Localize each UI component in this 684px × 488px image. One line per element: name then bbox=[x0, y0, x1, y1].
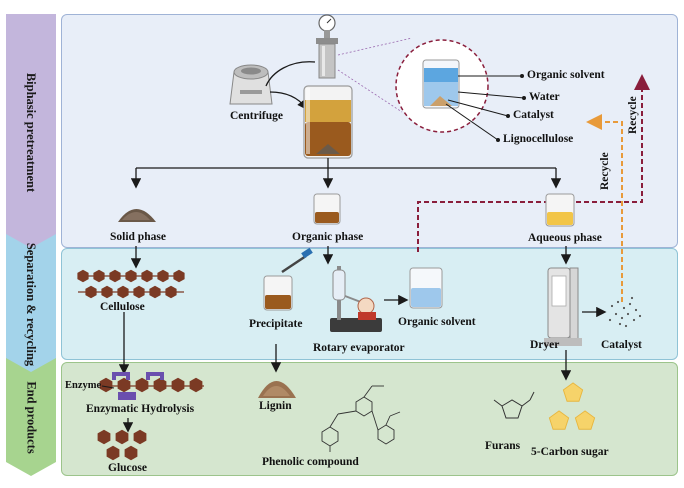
furan-structure-icon bbox=[493, 391, 535, 419]
stage-chevron-bottom bbox=[6, 358, 56, 476]
organic-beaker-icon bbox=[313, 193, 341, 225]
band-biphasic bbox=[61, 14, 678, 248]
label-5-carbon-sugar: 5-Carbon sugar bbox=[531, 446, 609, 458]
catalyst-particles bbox=[608, 296, 642, 328]
stage-biphasic-pretreatment: Biphasic pretreatment bbox=[6, 14, 56, 250]
label-organic-solvent-top: Organic solvent bbox=[527, 69, 605, 81]
label-dryer: Dryer bbox=[530, 339, 560, 351]
hexagon-chain-icon bbox=[77, 269, 185, 299]
label-cellulose: Cellulose bbox=[100, 301, 145, 313]
aqueous-beaker-icon bbox=[545, 193, 575, 227]
rotary-evaporator-icon bbox=[330, 266, 382, 332]
label-enzymatic-hydrolysis: Enzymatic Hydrolysis bbox=[86, 403, 195, 415]
label-recycle-red: Recycle bbox=[627, 96, 639, 134]
glucose-hexagons-icon bbox=[97, 429, 147, 461]
label-precipitate: Precipitate bbox=[249, 318, 303, 330]
pipette-icon bbox=[281, 247, 313, 274]
label-solid-phase: Solid phase bbox=[110, 231, 166, 243]
reactor-icon bbox=[316, 14, 338, 79]
stage-separation-recycling: Separation & recycling bbox=[6, 234, 56, 374]
solvent-beaker-icon bbox=[409, 267, 443, 309]
biphasic-beaker-icon bbox=[303, 85, 353, 159]
centrifuge-icon bbox=[229, 64, 273, 105]
precipitate-beaker-icon bbox=[263, 275, 293, 311]
enzymatic-hydrolysis-icon bbox=[99, 372, 204, 400]
stage-chevron-mid bbox=[6, 234, 56, 374]
label-centrifuge: Centrifuge bbox=[230, 110, 284, 122]
powder-pile-icon bbox=[118, 209, 156, 222]
label-phenolic-compound: Phenolic compound bbox=[262, 456, 359, 468]
magnified-detail-circle bbox=[395, 39, 489, 133]
label-furans: Furans bbox=[485, 440, 521, 452]
pentagon-icon bbox=[548, 382, 596, 430]
stage-chevron-top bbox=[6, 14, 56, 250]
label-water: Water bbox=[529, 91, 560, 103]
label-lignocellulose: Lignocellulose bbox=[503, 133, 574, 145]
stage-end-products: End products bbox=[6, 358, 56, 476]
label-recycle-orange: Recycle bbox=[599, 152, 611, 190]
label-catalyst-top: Catalyst bbox=[513, 109, 554, 121]
phenolic-structure-icon bbox=[321, 385, 401, 452]
label-lignin: Lignin bbox=[259, 400, 292, 412]
label-organic-phase: Organic phase bbox=[292, 231, 364, 243]
label-rotary-evaporator: Rotary evaporator bbox=[313, 342, 405, 354]
dryer-icon bbox=[544, 267, 582, 346]
lignin-pile-icon bbox=[258, 381, 296, 398]
label-catalyst-mid: Catalyst bbox=[601, 339, 642, 351]
label-organic-solvent-mid: Organic solvent bbox=[398, 316, 476, 328]
label-aqueous-phase: Aqueous phase bbox=[528, 232, 602, 244]
label-enzyme: Enzyme bbox=[65, 380, 102, 391]
label-glucose: Glucose bbox=[108, 462, 147, 474]
